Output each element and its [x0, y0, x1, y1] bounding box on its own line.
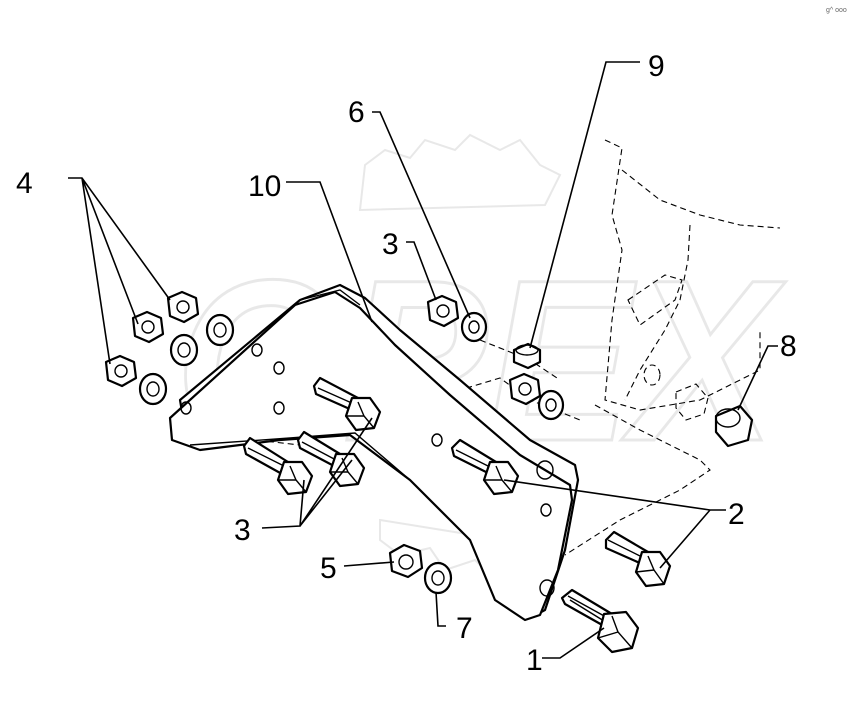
corner-code: g^ ooo: [826, 7, 847, 14]
nut-4-top: [166, 290, 200, 324]
leader-2: [503, 479, 726, 569]
bracket-hole: [539, 579, 555, 597]
bracket-hole: [273, 361, 285, 375]
leader-3-upper: [406, 241, 437, 301]
washer-right: [537, 389, 565, 421]
bracket-hole: [536, 460, 554, 480]
washer-7: [423, 561, 453, 595]
nut-5: [388, 543, 424, 579]
bolt-3-top: [312, 376, 382, 432]
callout-5: 5: [320, 552, 337, 585]
leader-10: [286, 181, 373, 323]
bolt-3-left: [242, 436, 314, 496]
washer-4-top: [205, 313, 235, 347]
bracket-hole: [540, 503, 552, 517]
callout-9: 9: [648, 50, 665, 83]
bolt-2-lower: [604, 530, 672, 588]
callout-labels: 4 10 6 3 9 8 2 3 5 7 1: [16, 50, 797, 677]
spacer-ghost: [675, 383, 709, 421]
callout-7: 7: [456, 612, 473, 645]
bracket-plate: [168, 283, 580, 622]
callout-3-lower: 3: [234, 514, 251, 547]
bolt-1: [560, 588, 640, 654]
leader-7: [435, 591, 446, 627]
bolt-2-upper: [450, 438, 520, 496]
bracket-hole: [251, 343, 263, 357]
leader-8: [737, 345, 778, 411]
callout-6: 6: [348, 96, 365, 129]
bushing-9: [512, 342, 542, 370]
leader-6: [372, 111, 471, 319]
leader-9: [529, 61, 640, 349]
callout-8: 8: [780, 330, 797, 363]
nut-3-upper: [426, 294, 460, 328]
callout-10: 10: [248, 170, 281, 203]
nut-right: [508, 372, 542, 406]
leader-3-lower: [261, 417, 373, 529]
leader-4: [68, 177, 171, 365]
callout-2: 2: [728, 498, 745, 531]
washer-4-middle: [169, 333, 199, 367]
callout-1: 1: [526, 644, 543, 677]
leader-lines: [68, 61, 778, 659]
bracket-hole: [273, 401, 285, 415]
callout-3-upper: 3: [382, 228, 399, 261]
bracket-hole: [431, 433, 443, 447]
leader-5: [343, 561, 395, 567]
nut-4-middle: [131, 310, 165, 344]
washer-4-bottom: [138, 372, 168, 406]
nut-4-bottom: [104, 354, 138, 388]
washer-6: [460, 311, 488, 343]
leader-1: [542, 627, 605, 659]
callout-4: 4: [16, 167, 33, 200]
bracket-hole: [180, 401, 192, 415]
